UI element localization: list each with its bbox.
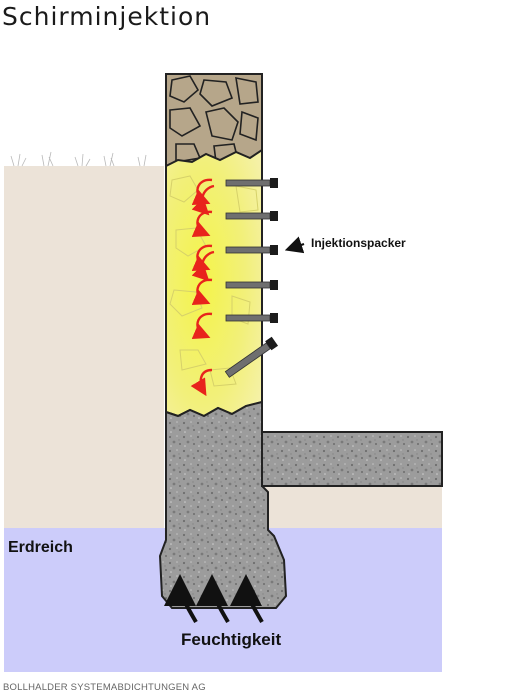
packer-2 xyxy=(225,211,278,221)
company-footer: BOLLHALDER SYSTEMABDICHTUNGEN AG xyxy=(3,682,206,693)
packer-3 xyxy=(225,245,278,255)
injection-packers xyxy=(224,178,279,378)
packer-label: Injektionspacker xyxy=(311,236,406,250)
flow-arrows xyxy=(190,178,215,397)
grass-tufts xyxy=(10,151,147,167)
packer-5 xyxy=(225,313,278,323)
packer-1 xyxy=(225,178,278,188)
stone-pattern xyxy=(169,75,259,163)
moisture-arrows xyxy=(164,574,264,623)
moisture-label: Feuchtigkeit xyxy=(181,630,281,649)
packer-leader-arrow xyxy=(284,236,305,254)
soil-area xyxy=(4,166,164,528)
soil-label: Erdreich xyxy=(8,539,73,556)
page-title: Schirminjektion xyxy=(2,2,212,31)
packer-4 xyxy=(225,280,278,290)
floor-slab xyxy=(261,431,443,487)
concrete-wall xyxy=(158,400,288,609)
soil-under-slab xyxy=(262,486,442,528)
packer-angled xyxy=(224,336,279,378)
